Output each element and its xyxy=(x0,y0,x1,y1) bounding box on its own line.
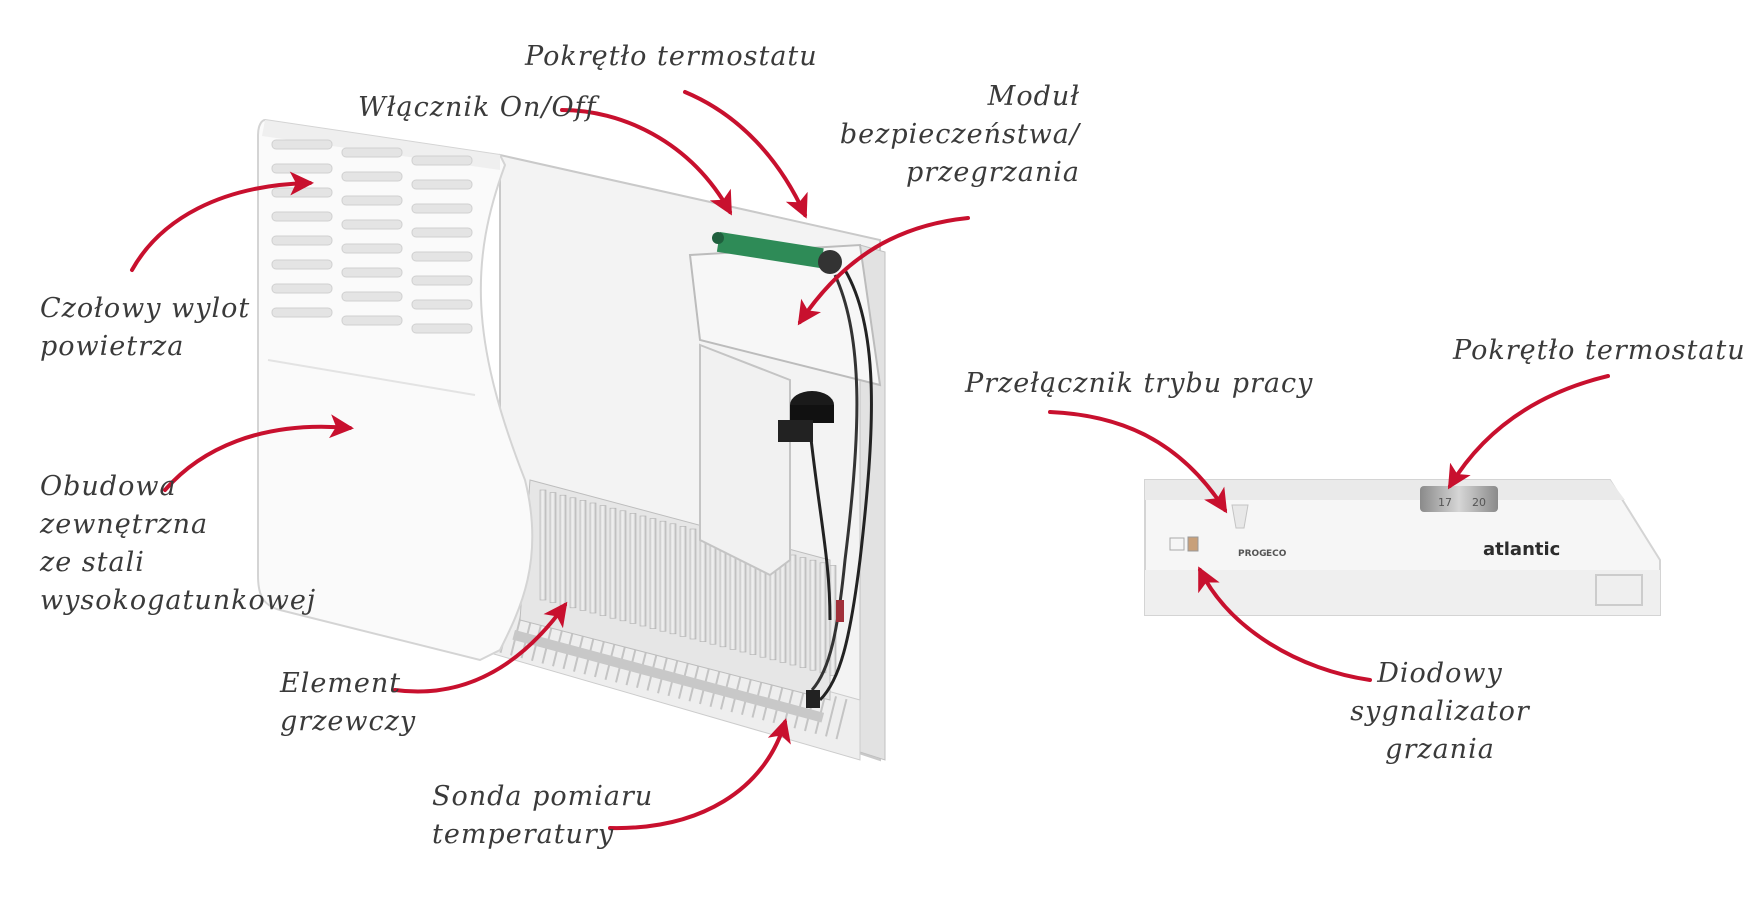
thermostat-knob-internal xyxy=(818,250,842,274)
vent-slot xyxy=(271,235,333,246)
dial-mark-20: 20 xyxy=(1472,496,1486,509)
vent-slot xyxy=(411,323,473,334)
grille-slot xyxy=(835,698,848,740)
circuit-board xyxy=(716,231,824,269)
vent-slot xyxy=(271,163,333,174)
label-czolowy-wylot: Czołowy wylot powietrza xyxy=(40,293,251,362)
arrow-pokretlo-top xyxy=(683,90,808,219)
vent-slot xyxy=(341,315,403,326)
heater-main xyxy=(257,118,886,762)
arrows xyxy=(130,90,1610,831)
heater-fin xyxy=(569,497,577,609)
thermostat-dial xyxy=(1420,486,1498,512)
arrow-wlacznik xyxy=(560,108,732,216)
vent-slot xyxy=(341,195,403,206)
vent-slot xyxy=(411,251,473,262)
arrow-przelacznik xyxy=(1048,410,1228,514)
vent-slot xyxy=(411,179,473,190)
vent-slot xyxy=(411,227,473,238)
label-obudowa: Obudowa zewnętrzna ze stali wysokogatunk… xyxy=(40,471,317,616)
label-przelacznik-trybu: Przełącznik trybu pracy xyxy=(965,368,1314,399)
vent-slot xyxy=(411,299,473,310)
arrow-czolowy xyxy=(130,171,314,272)
control-strip: 17 20 PROG ECO atlantic xyxy=(1144,479,1661,616)
grille-slot xyxy=(825,696,837,737)
brand-logo: atlantic xyxy=(1483,539,1560,560)
arrow-diodowy xyxy=(1198,566,1372,682)
vent-slot xyxy=(411,275,473,286)
led-indicator xyxy=(1187,536,1199,552)
label-pokretlo-termostatu-top: Pokrętło termostatu xyxy=(525,41,818,72)
heater-fin xyxy=(819,562,827,674)
overheat-safety-module xyxy=(778,391,834,442)
label-pokretlo-termostatu-right: Pokrętło termostatu xyxy=(1453,335,1746,366)
vent-slot xyxy=(271,139,333,150)
vent-slot xyxy=(271,259,333,270)
vent-slot xyxy=(341,219,403,230)
heater-fin xyxy=(639,515,647,627)
heater-fin xyxy=(689,528,697,640)
heater-fin xyxy=(799,557,807,668)
mode-label-prog: PROG xyxy=(1238,549,1267,559)
arrow-obudowa xyxy=(163,414,354,492)
vent-slot xyxy=(341,171,403,182)
arrow-sonda xyxy=(608,718,791,831)
label-wlacznik-on-off: Włącznik On/Off xyxy=(358,92,597,123)
heater-fin xyxy=(589,502,597,614)
heater-fin xyxy=(579,500,587,611)
vent-slot xyxy=(341,291,403,302)
heater-fin xyxy=(829,565,837,676)
heating-element xyxy=(512,479,837,723)
heater-fin xyxy=(659,520,667,632)
outer-housing xyxy=(257,118,534,662)
label-sonda-pomiaru: Sonda pomiaru temperatury xyxy=(432,781,654,850)
heater-fin xyxy=(679,526,687,637)
heater-fin xyxy=(789,554,797,666)
vent-slot xyxy=(341,267,403,278)
heater-fin xyxy=(539,489,547,601)
vent-slot xyxy=(271,307,333,318)
mode-label-eco: ECO xyxy=(1266,549,1287,559)
heater-fin xyxy=(649,518,657,629)
heater-fin xyxy=(669,523,677,635)
vent-slot xyxy=(271,283,333,294)
vent-slot xyxy=(271,211,333,222)
label-diodowy-sygnalizator: Diodowy sygnalizator grzania xyxy=(1350,658,1530,765)
heater-fin xyxy=(549,492,557,603)
heater-fin xyxy=(599,505,607,616)
heater-fin xyxy=(779,552,787,663)
dial-mark-17: 17 xyxy=(1438,496,1452,509)
label-modul-bezpieczenstwa: Moduł bezpieczeństwa/ przegrzania xyxy=(839,81,1080,188)
vent-slot xyxy=(341,147,403,158)
heater-fin xyxy=(609,507,617,619)
heater-fin xyxy=(559,494,567,606)
arrow-modul xyxy=(797,216,970,326)
heater-fin xyxy=(809,559,817,671)
vent-slot xyxy=(271,187,333,198)
heater-fin xyxy=(629,513,637,624)
heater-fin xyxy=(709,533,717,645)
vent-slot xyxy=(341,243,403,254)
mode-switch xyxy=(1231,504,1249,529)
heater-fin xyxy=(699,531,707,642)
label-element-grzewczy: Element grzewczy xyxy=(280,668,417,737)
vent-slot xyxy=(411,203,473,214)
heater-fin xyxy=(619,510,627,622)
arrow-pokretlo-right xyxy=(1447,374,1610,490)
arrow-element xyxy=(393,601,568,694)
temperature-probe xyxy=(806,690,820,708)
vent-slot xyxy=(411,155,473,166)
